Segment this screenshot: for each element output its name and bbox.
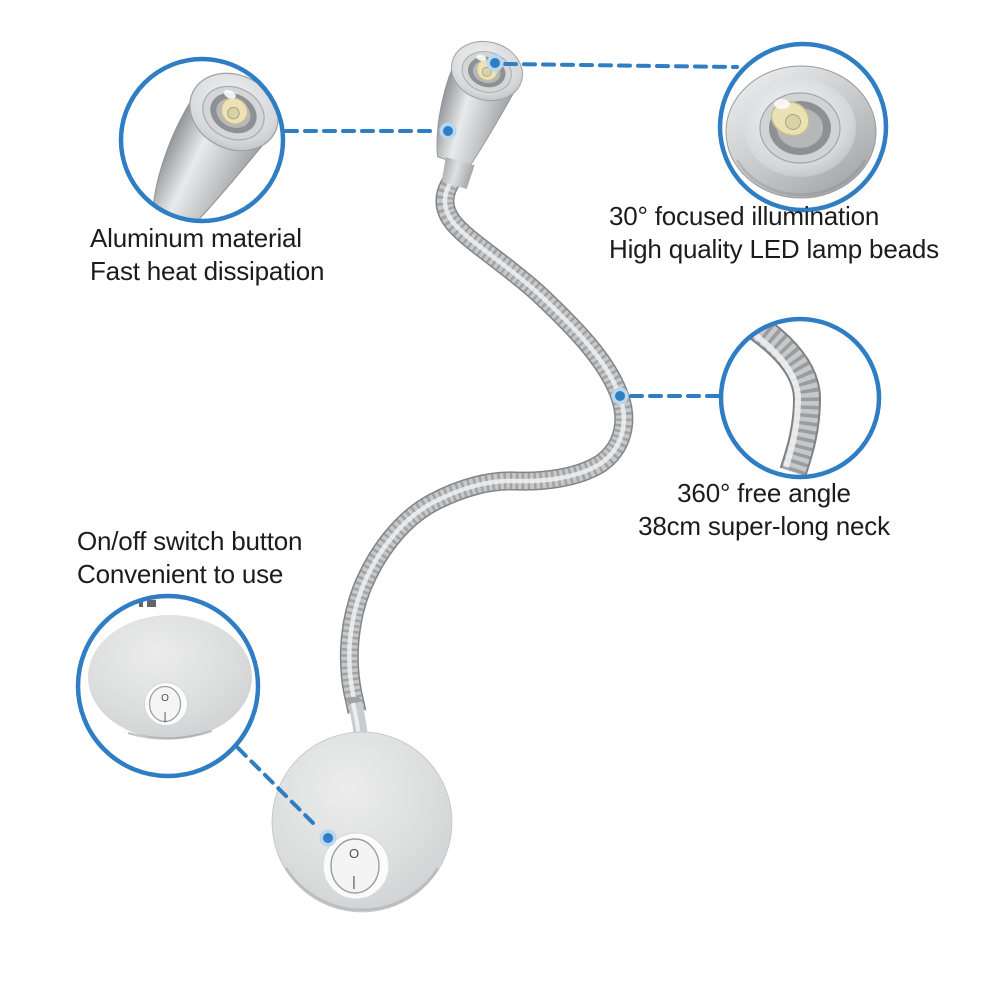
caption-line: 30° focused illumination	[609, 201, 880, 231]
power-switch: O |	[322, 832, 390, 900]
callout-ring	[75, 593, 261, 779]
caption-line: Convenient to use	[77, 559, 284, 589]
switch-closeup: O |	[88, 600, 252, 740]
connector-line-switch	[236, 746, 319, 829]
switch-off-mark: O	[349, 846, 359, 861]
connector-lines	[236, 62, 739, 829]
switch-on-mark: |	[352, 873, 356, 889]
caption-switch: On/off switch button Convenient to use	[77, 525, 303, 591]
lamp-base: O |	[271, 731, 453, 913]
caption-line: Aluminum material	[90, 223, 302, 253]
caption-line: 360° free angle	[677, 478, 851, 508]
caption-angle: 360° free angle 38cm super-long neck	[614, 477, 914, 543]
gooseneck-closeup	[749, 321, 822, 475]
caption-line: High quality LED lamp beads	[609, 234, 939, 264]
callout-circle-switch: O |	[75, 593, 261, 779]
caption-material: Aluminum material Fast heat dissipation	[90, 222, 324, 288]
led-bead-closeup	[725, 65, 877, 199]
lamp-head	[419, 32, 531, 196]
switch-on-mark: |	[164, 711, 167, 723]
caption-illumination: 30° focused illumination High quality LE…	[609, 200, 939, 266]
callout-circle-neck	[718, 316, 882, 480]
callout-ring	[717, 41, 889, 213]
connector-line-led	[503, 62, 739, 69]
callout-ring	[718, 316, 882, 480]
caption-line: 38cm super-long neck	[638, 511, 890, 541]
gooseneck	[339, 174, 634, 739]
callout-circle-material	[118, 56, 286, 224]
connector-dots	[319, 54, 629, 847]
connector-dot	[439, 122, 457, 140]
connector-dot	[319, 829, 337, 847]
connector-dot	[486, 54, 504, 72]
switch-off-mark: O	[161, 693, 169, 704]
callout-circle-led	[717, 41, 889, 213]
connector-dot	[611, 387, 629, 405]
callout-ring	[118, 56, 286, 224]
caption-line: Fast heat dissipation	[90, 256, 325, 286]
caption-line: On/off switch button	[77, 526, 303, 556]
